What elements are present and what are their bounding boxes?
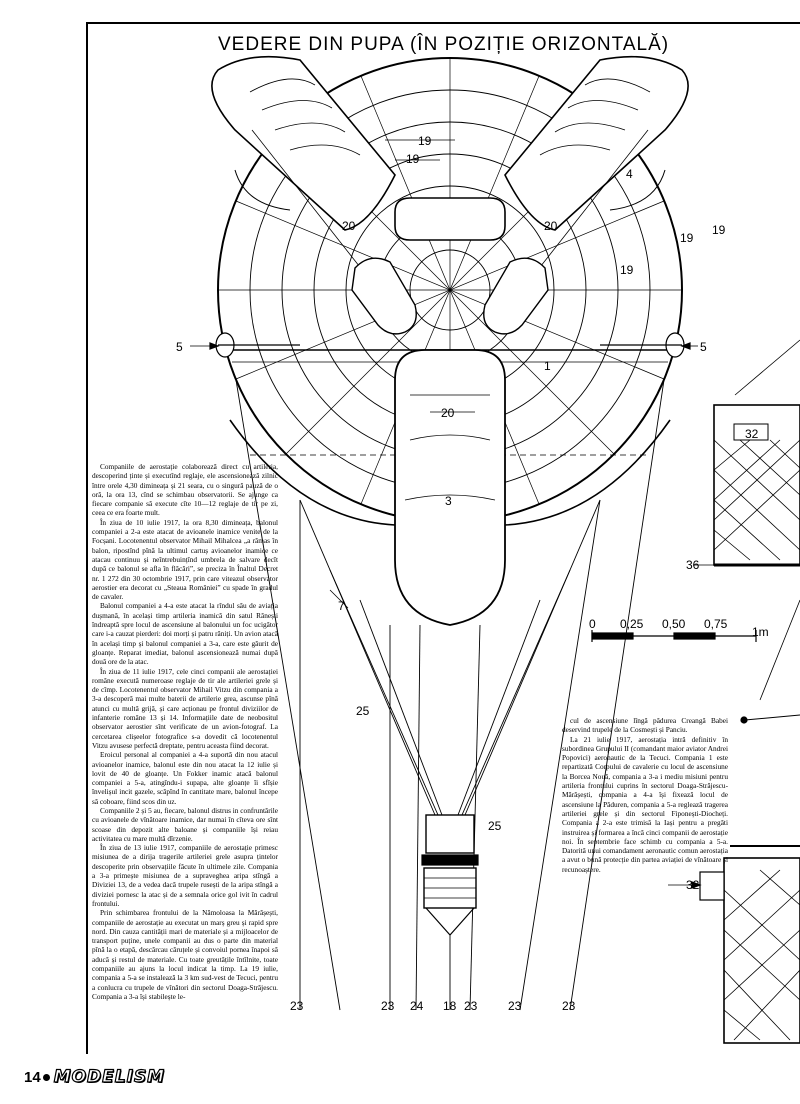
label-32-lower: 32	[686, 878, 700, 892]
paragraph: Companiile 2 și 5 au, fiecare, balonul d…	[92, 805, 278, 843]
winch-detail-upper	[713, 339, 800, 567]
scale-bar	[591, 630, 757, 642]
paragraph: Prin schimbarea frontului de la Nămoloas…	[92, 908, 278, 1001]
label-5-left: 5	[176, 340, 183, 354]
paragraph: În ziua de 10 iulie 1917, la ora 8,30 di…	[92, 517, 278, 602]
label-20-left: 20	[342, 219, 356, 233]
label-19-right-c: 19	[620, 263, 634, 277]
label-36: 36	[686, 558, 700, 572]
scale-tick-1m: 1m	[752, 625, 769, 639]
winch-detail-lower	[699, 599, 800, 1044]
label-7: 7	[338, 599, 345, 613]
page-footer: 14 MODELISM	[24, 1064, 165, 1090]
label-19-right-b: 19	[712, 223, 726, 237]
scale-tick-075: 0,75	[704, 617, 728, 631]
left-stabilizer	[211, 55, 396, 291]
label-25-right: 25	[488, 819, 502, 833]
label-23-c: 23	[464, 999, 478, 1013]
scale-tick-050: 0,50	[662, 617, 686, 631]
label-20-center: 20	[441, 406, 455, 420]
scale-tick-0: 0	[589, 617, 596, 631]
label-19-right-a: 19	[680, 231, 694, 245]
label-3: 3	[445, 494, 452, 508]
label-1: 1	[544, 359, 551, 373]
paragraph: La 21 iulie 1917, aerostația intră defin…	[562, 734, 728, 874]
bullet-icon	[42, 1073, 50, 1081]
label-18: 18	[443, 999, 457, 1013]
observer-basket	[421, 814, 479, 936]
label-23-a: 23	[290, 999, 304, 1013]
page-frame	[86, 22, 800, 1054]
paragraph: În ziua de 13 iulie 1917, companiile de …	[92, 843, 278, 908]
label-20-right: 20	[544, 219, 558, 233]
label-19-top: 19	[418, 134, 432, 148]
right-stabilizer	[504, 55, 689, 291]
paragraph: Eroicul personal al companiei a 4-a supo…	[92, 750, 278, 806]
article-text-right: cul de ascensiune lîngă pădurea Creangă …	[562, 716, 728, 874]
paragraph: Balonul companiei a 4-a este atacat la r…	[92, 601, 278, 667]
paragraph: În ziua de 11 iulie 1917, cele cinci com…	[92, 666, 278, 750]
label-24: 24	[410, 999, 424, 1013]
paragraph: Companiile de aerostație colaborează dir…	[92, 462, 278, 518]
label-23-b: 23	[381, 999, 395, 1013]
label-32-upper: 32	[745, 427, 759, 441]
label-5-right: 5	[700, 340, 707, 354]
paragraph: cul de ascensiune lîngă pădurea Creangă …	[562, 716, 728, 735]
label-23-d: 23	[508, 999, 522, 1013]
label-4: 4	[626, 167, 633, 181]
label-25-left: 25	[356, 704, 370, 718]
label-19-mid: 19	[406, 152, 420, 166]
scale-tick-025: 0,25	[620, 617, 644, 631]
drawing-title: VEDERE DIN PUPA (ÎN POZIȚIE ORIZONTALĂ)	[218, 34, 670, 55]
magazine-logo: MODELISM	[53, 1066, 166, 1087]
label-23-e: 23	[562, 999, 576, 1013]
page-number: 14	[24, 1068, 41, 1086]
article-text-left: Companiile de aerostație colaborează dir…	[92, 462, 278, 1001]
